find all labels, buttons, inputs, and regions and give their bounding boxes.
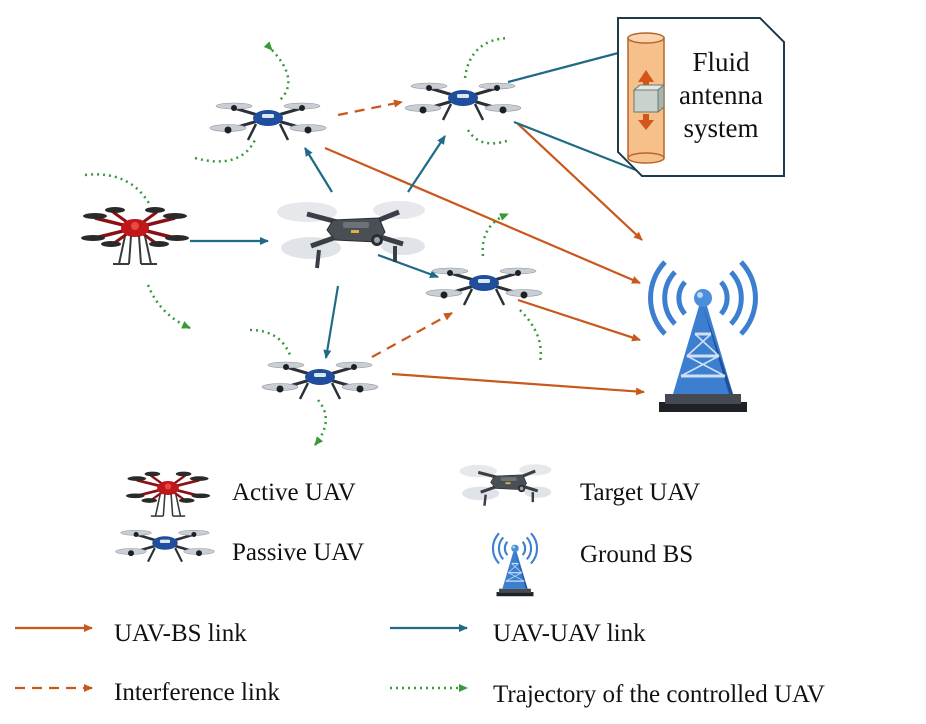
legend-interference-link: Interference link [114,679,280,706]
radio-tower-icon [651,262,756,412]
uav-uav-links [190,50,637,359]
trajectory-segment [84,173,152,206]
uav-bs-link [517,123,643,241]
uav-uav-link [377,253,439,279]
interference-link [337,99,403,117]
legend-target-uav: Target UAV [580,479,700,506]
fluid-antenna-label-line-3: system [683,113,758,143]
trajectory-segment [249,328,292,356]
legend-active-uav: Active UAV [232,479,356,506]
interference-link [371,312,453,358]
passive-uav-icon [260,360,380,401]
fluid-antenna-label-line-2: antenna [679,80,763,110]
trajectory-segment [314,399,327,446]
legend-passive-uav: Passive UAV [232,539,364,566]
trajectory-paths [84,36,543,446]
passive-uav-icon [403,81,523,122]
trajectory-segment [519,309,543,363]
legend-ground-bs: Ground BS [580,541,693,568]
legend-uav-uav-link: UAV-UAV link [493,620,646,647]
legend-links: UAV-BS link UAV-UAV link Interference li… [15,620,825,708]
antenna-callout-line [507,50,623,84]
passive-uav-icon [424,266,544,307]
interference-links [337,99,453,358]
trajectory-segment [194,139,257,163]
fluid-antenna-label-line-1: Fluid [692,47,750,77]
legend-trajectory: Trajectory of the controlled UAV [493,681,825,708]
passive-uav-icon [208,101,328,142]
trajectory-segment [466,129,511,145]
trajectory-segment [263,41,290,101]
target-uav-icon [458,462,553,508]
antenna-callout-line [513,120,637,172]
passive-uav-icon [114,528,216,563]
uav-uav-link [304,147,333,193]
cylinder-antenna-icon [627,32,666,164]
fluid-antenna-callout: Fluid antenna system [617,17,785,177]
active-uav-icon [79,205,191,266]
trajectory-segment [146,284,191,330]
trajectory-segment [463,36,509,79]
radio-tower-icon [491,532,539,598]
uav-bs-link [391,372,645,396]
active-uav-icon [124,470,212,518]
legend-nodes: Active UAV Passive UAV Target UAV Ground… [114,462,700,598]
legend-uav-bs-link: UAV-BS link [114,620,247,647]
uav-uav-link [407,135,446,193]
trajectory-segment [481,212,509,257]
uav-uav-link [323,285,340,359]
uav-bs-link [517,298,641,342]
uav-bs-links [324,123,645,396]
target-uav-icon [277,201,425,268]
uav-bs-link [324,146,641,285]
